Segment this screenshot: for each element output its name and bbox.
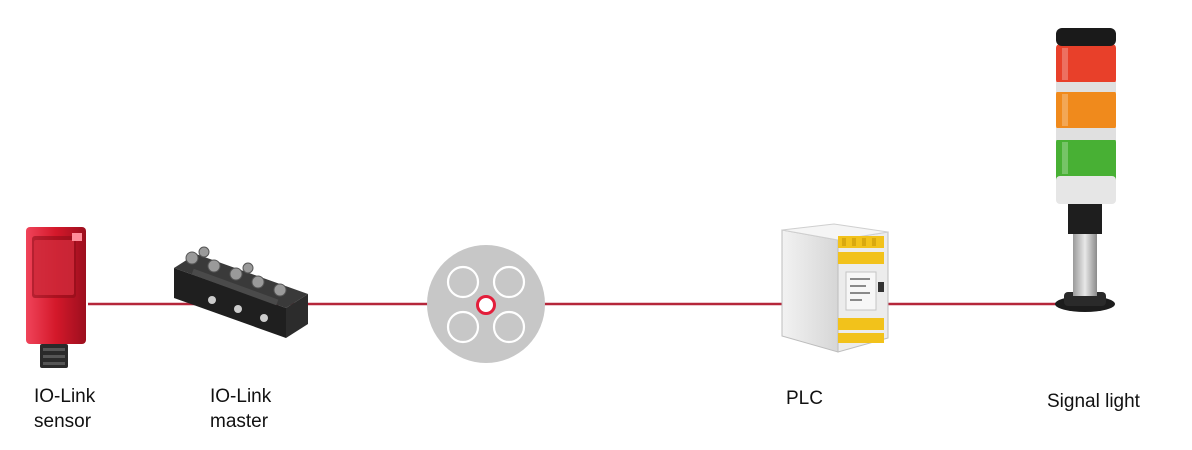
signal-light-label: Signal light [1047, 389, 1140, 414]
plc-module-icon [781, 223, 889, 353]
plc-label-line-1: PLC [786, 388, 823, 409]
plc-label: PLC [786, 386, 823, 411]
io-link-sensor-label-line-2: sensor [34, 411, 92, 432]
io-link-master-label-line-2: master [210, 411, 269, 432]
io-link-sensor-label: IO-Link sensor [34, 384, 95, 434]
io-link-master-label-line-1: IO-Link [210, 386, 272, 407]
photoelectric-sensor-icon [26, 227, 86, 368]
signal-light-label-line-1: Signal light [1047, 391, 1140, 412]
signal-tower-light-icon [1055, 28, 1116, 312]
connector-cross-section-icon [427, 245, 545, 363]
io-link-master-module-icon [174, 246, 308, 338]
io-link-sensor-label-line-1: IO-Link [34, 386, 96, 407]
io-link-master-label: IO-Link master [210, 384, 271, 434]
